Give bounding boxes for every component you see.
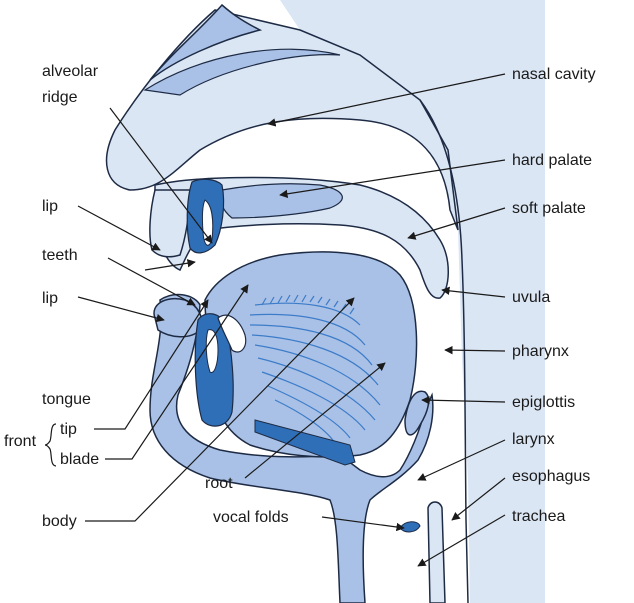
tongue-body: [205, 252, 417, 457]
label-nasal-cavity: nasal cavity: [512, 66, 596, 83]
label-epiglottis: epiglottis: [512, 394, 575, 411]
trachea-tube: [428, 502, 445, 603]
label-esophagus: esophagus: [512, 468, 590, 485]
label-larynx: larynx: [512, 431, 555, 448]
label-lower-lip: lip: [42, 290, 58, 307]
label-pharynx: pharynx: [512, 343, 569, 360]
label-root: root: [205, 475, 233, 492]
label-upper-lip: lip: [42, 198, 58, 215]
label-uvula: uvula: [512, 289, 550, 306]
label-hard-palate: hard palate: [512, 152, 592, 169]
label-front: front: [4, 433, 37, 450]
pointer-upper-lip: [78, 206, 160, 250]
pointer-teeth-lower: [145, 262, 195, 270]
label-soft-palate: soft palate: [512, 200, 586, 217]
label-tongue: tongue: [42, 391, 91, 408]
label-trachea: trachea: [512, 508, 565, 525]
vocal-fold-shape: [400, 522, 420, 532]
lower-tooth-crown: [206, 330, 218, 373]
label-tip: tip: [60, 421, 77, 438]
label-alveolar-ridge-2: ridge: [42, 89, 78, 106]
label-body: body: [42, 513, 77, 530]
label-blade: blade: [60, 451, 99, 468]
pointer-lower-lip: [78, 297, 164, 320]
label-teeth: teeth: [42, 247, 78, 264]
label-alveolar-ridge-1: alveolar: [42, 63, 99, 80]
label-vocal-folds: vocal folds: [213, 509, 289, 526]
front-brace: [45, 424, 56, 466]
